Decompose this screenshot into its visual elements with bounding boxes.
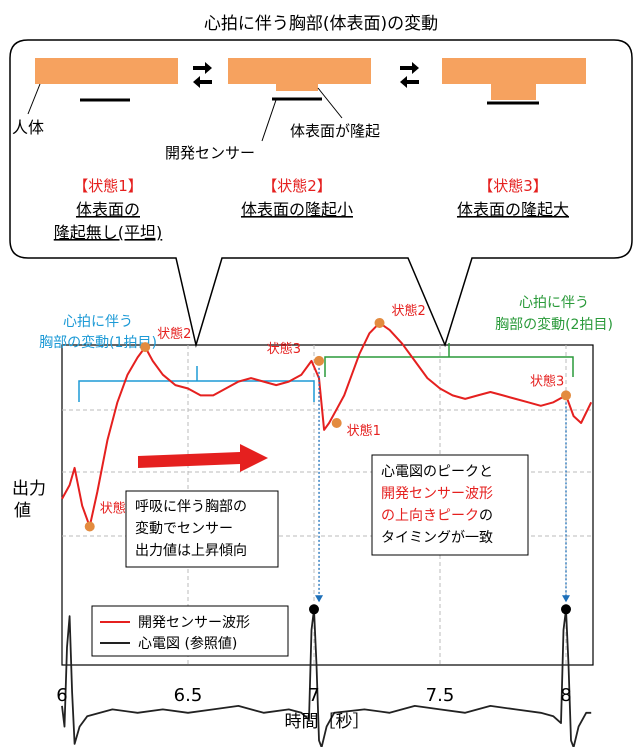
bulge-leader	[317, 87, 343, 119]
bulge-label: 体表面が隆起	[290, 122, 380, 140]
sensor-label: 開発センサー	[165, 144, 255, 162]
timing-text-line4: タイミングが一致	[381, 530, 493, 546]
state-point-label: 状態2	[157, 326, 191, 342]
state-point	[140, 342, 151, 353]
breathing-text-line3: 出力値は上昇傾向	[135, 543, 247, 559]
series-line-ecg	[61, 608, 592, 747]
breathing-text-line1: 呼吸に伴う胸部の	[135, 499, 247, 515]
x-axis-label: 時間［秒］	[285, 712, 370, 732]
state-point-label: 状態3	[530, 373, 564, 389]
x-tick-labels: 6 6.5 7 7.5 8	[56, 685, 571, 706]
x-tick-label: 8	[560, 685, 571, 706]
plot-frame	[61, 344, 594, 666]
peak-link-arrowhead	[315, 595, 324, 603]
state-point-label: 状態3	[267, 341, 301, 357]
state2-desc: 体表面の隆起小	[241, 200, 353, 219]
peak-link-arrowhead	[562, 595, 570, 603]
timing-text-line1: 心電図のピークと	[381, 464, 493, 480]
body-shape-state1	[35, 58, 178, 84]
peak-link-lines	[315, 367, 570, 603]
human-body-leader	[27, 83, 41, 115]
transition-arrows-1	[193, 62, 212, 88]
sensor-leader	[261, 99, 277, 142]
state1-desc-line1: 体表面の	[76, 200, 140, 219]
timing-annotation-box	[371, 454, 529, 556]
figure-title: 心拍に伴う胸部(体表面)の変動	[204, 14, 438, 34]
timing-text-line3: の上向きピークの	[381, 508, 493, 524]
human-body-label: 人体	[12, 118, 44, 137]
diagram-callout-box	[9, 39, 633, 348]
ecg-peak-point	[561, 604, 571, 615]
rising-trend-arrow	[138, 444, 268, 472]
state1-title: 【状態1】	[73, 177, 143, 195]
breathing-text-line2: 変動でセンサー	[135, 520, 233, 537]
beat1-label-line2: 胸部の変動(1拍目)	[39, 334, 157, 351]
state3-desc: 体表面の隆起大	[457, 200, 569, 219]
body-shape-state2	[228, 58, 371, 91]
state2-title: 【状態2】	[262, 177, 332, 195]
state-point-label: 状態1	[100, 501, 134, 517]
state-point	[314, 355, 325, 366]
legend-label-sensor: 開発センサー波形	[138, 615, 250, 631]
state-point-label: 状態2	[392, 303, 426, 319]
legend-label-ecg: 心電図 (参照値)	[138, 635, 237, 652]
highlight-points: 状態1 状態2 状態3 状態1 状態2 状態3	[84, 303, 571, 615]
transition-arrows-2	[400, 62, 419, 88]
breathing-annotation-box	[125, 490, 279, 568]
x-tick-label: 6.5	[174, 685, 203, 706]
series-line-sensor	[61, 321, 593, 528]
ecg-peak-point	[309, 604, 319, 615]
state1-desc-line2: 隆起無し(平坦)	[54, 223, 163, 242]
body-shape-state3	[442, 58, 586, 100]
state-point	[374, 317, 385, 328]
x-tick-label: 6	[56, 685, 67, 706]
y-axis-label-line1: 出力	[12, 479, 46, 499]
timing-text-line2: 開発センサー波形	[381, 486, 493, 502]
y-axis-label-line2: 値	[14, 501, 31, 521]
state-point-label: 状態1	[347, 423, 381, 439]
beat1-label-line1: 心拍に伴う	[63, 314, 133, 330]
beat2-label-line1: 心拍に伴う	[519, 295, 589, 311]
state3-title: 【状態3】	[478, 177, 548, 195]
series-layer	[61, 321, 593, 747]
x-tick-label: 7.5	[426, 685, 455, 706]
beat2-label-line2: 胸部の変動(2拍目)	[495, 316, 613, 333]
state-point	[561, 390, 571, 401]
legend	[91, 605, 289, 657]
state-point	[84, 521, 95, 532]
x-tick-label: 7	[308, 685, 319, 706]
state-point	[331, 418, 342, 428]
